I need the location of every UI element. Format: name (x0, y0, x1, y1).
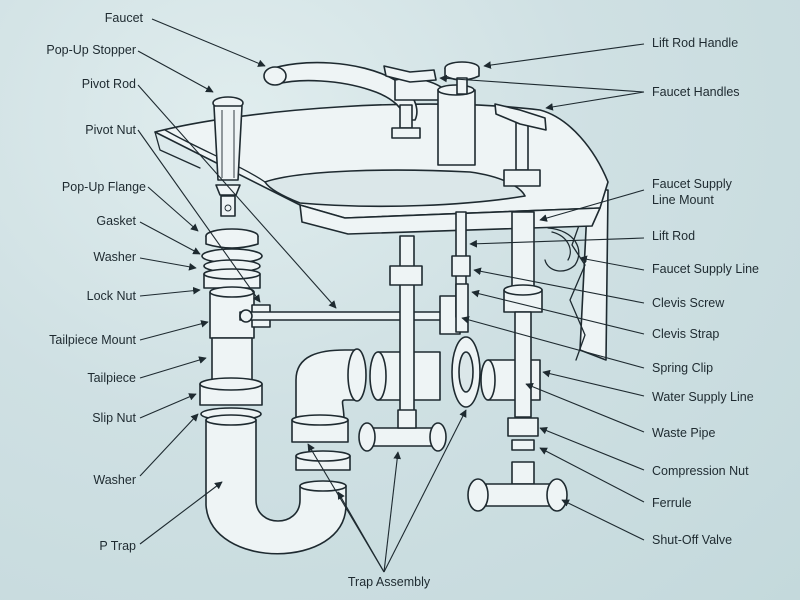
faucet-handle-left (383, 65, 437, 83)
label-washer-top: Washer (93, 250, 136, 264)
label-lift-rod-handle: Lift Rod Handle (652, 36, 739, 50)
label-p-trap: P Trap (99, 539, 136, 553)
label-spring-clip: Spring Clip (652, 361, 714, 375)
trap-assembly-leaders (307, 409, 467, 573)
left-leaders (137, 18, 337, 545)
tailpiece-part (211, 337, 253, 381)
right-leaders (439, 43, 645, 541)
label-shut-off-valve: Shut-Off Valve (652, 533, 733, 547)
label-pop-up-stopper: Pop-Up Stopper (46, 43, 136, 57)
label-pop-up-flange: Pop-Up Flange (61, 180, 146, 194)
label-lift-rod: Lift Rod (652, 229, 696, 243)
label-tailpiece: Tailpiece (87, 371, 136, 385)
left-shutoff-valve (358, 235, 447, 452)
label-clevis-strap: Clevis Strap (652, 327, 720, 341)
lock-nut-part (203, 268, 261, 289)
label-faucet-supply-line-mount: Faucet Supply Line Mount (652, 177, 732, 207)
faucet-body (263, 61, 541, 187)
slip-nut-part (199, 377, 263, 406)
trap-elbow-part (291, 348, 367, 443)
label-water-supply-line: Water Supply Line (652, 390, 754, 404)
label-faucet-supply-line: Faucet Supply Line (652, 262, 760, 276)
label-slip-nut: Slip Nut (92, 411, 136, 425)
label-trap-assembly: Trap Assembly (347, 575, 431, 589)
label-pivot-rod: Pivot Rod (81, 77, 136, 91)
label-faucet-handles: Faucet Handles (652, 85, 740, 99)
pivot-rod-part (239, 295, 461, 335)
faucet-supply-line-part (544, 227, 580, 272)
pop-up-stopper-part (212, 96, 244, 217)
label-gasket: Gasket (96, 214, 136, 228)
label-washer-bottom: Washer (93, 473, 136, 487)
label-pivot-nut: Pivot Nut (85, 123, 136, 137)
label-tailpiece-mount: Tailpiece Mount (49, 333, 136, 347)
label-compression-nut: Compression Nut (652, 464, 749, 478)
lift-rod-handle-part (444, 61, 480, 95)
label-waste-pipe: Waste Pipe (652, 426, 716, 440)
label-faucet: Faucet (104, 11, 143, 25)
label-clevis-screw: Clevis Screw (652, 296, 725, 310)
right-supply-and-valve (467, 211, 568, 512)
p-trap-part (205, 414, 351, 555)
label-lock-nut: Lock Nut (86, 289, 136, 303)
faucet-handle-right (494, 103, 547, 131)
label-ferrule: Ferrule (652, 496, 692, 510)
pop-up-flange-part (205, 228, 259, 249)
